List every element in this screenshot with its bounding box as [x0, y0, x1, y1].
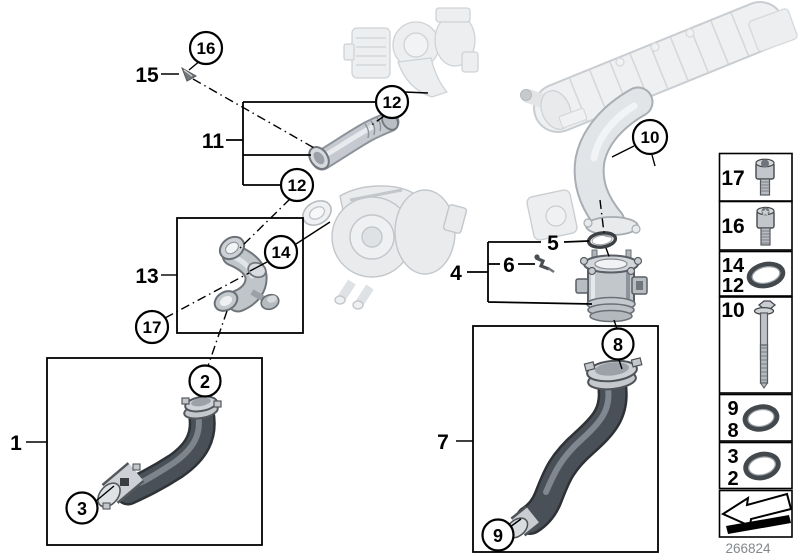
callout-12-upper-label[interactable]: 12: [383, 93, 402, 112]
callout-8[interactable]: 8: [601, 327, 635, 361]
clip-6: [534, 254, 555, 273]
group-box-7: [472, 325, 659, 553]
group-box-1: [46, 357, 263, 546]
callout-2-label[interactable]: 2: [200, 372, 210, 392]
legend-sidebar: 17 16 14 12: [718, 152, 793, 538]
legend-2-label[interactable]: 2: [727, 468, 738, 490]
manifold-elbow-ghost: [526, 86, 654, 241]
callout-3-label[interactable]: 3: [77, 499, 87, 519]
legend-cell-14-12[interactable]: 14 12: [718, 250, 793, 298]
label-15[interactable]: 15: [135, 64, 159, 87]
label-5[interactable]: 5: [547, 232, 559, 255]
label-6[interactable]: 6: [503, 254, 515, 277]
callout-14[interactable]: 14: [263, 234, 299, 270]
charge-air-hose-7: [505, 357, 643, 539]
callout-17-label[interactable]: 17: [143, 318, 162, 337]
legend-17-label[interactable]: 17: [721, 167, 744, 190]
label-11[interactable]: 11: [202, 130, 225, 153]
label-7[interactable]: 7: [437, 431, 449, 454]
legend-10-label[interactable]: 10: [721, 299, 744, 322]
bracket-4: [467, 240, 593, 305]
callout-12-upper[interactable]: 12: [374, 84, 410, 120]
throttle-body-4: [575, 249, 648, 323]
intake-manifold-ghost: [520, 1, 798, 133]
callout-8-label[interactable]: 8: [613, 335, 623, 355]
long-hex-bolt-icon: [753, 300, 777, 389]
legend-8-label[interactable]: 8: [727, 420, 738, 442]
callout-3[interactable]: 3: [65, 491, 99, 525]
o-ring-icon: [746, 261, 786, 289]
label-4[interactable]: 4: [450, 262, 462, 285]
callout-9[interactable]: 9: [481, 518, 515, 552]
o-ring-5: [586, 231, 618, 249]
label-1[interactable]: 1: [10, 432, 22, 455]
bracket-11: [226, 101, 375, 186]
charge-air-hose-1: [97, 395, 222, 510]
callout-14-label[interactable]: 14: [272, 243, 291, 262]
callout-17[interactable]: 17: [134, 309, 170, 345]
torx-screw-icon: [756, 206, 775, 246]
callout-16-label[interactable]: 16: [197, 39, 216, 58]
charge-air-elbow-13: [213, 235, 280, 313]
legend-cell-17[interactable]: 17: [718, 152, 793, 202]
callout-10[interactable]: 10: [631, 118, 669, 156]
legend-16-label[interactable]: 16: [721, 215, 744, 238]
direction-arrow-icon: [720, 492, 793, 534]
drawing-number: 266824: [725, 541, 771, 556]
o-ring-icon: [742, 404, 780, 432]
label-13[interactable]: 13: [135, 265, 158, 288]
socket-head-bolt-icon: [755, 158, 775, 196]
callout-12-lower-label[interactable]: 12: [288, 176, 307, 195]
legend-cell-arrow[interactable]: [718, 489, 793, 538]
legend-14-label[interactable]: 14: [722, 255, 745, 277]
turbocharger-ghost-center: [302, 185, 468, 310]
callout-2[interactable]: 2: [188, 364, 222, 398]
legend-12-label[interactable]: 12: [722, 275, 744, 297]
legend-cell-9-8[interactable]: 9 8: [718, 393, 793, 443]
legend-cell-16[interactable]: 16: [718, 200, 793, 251]
legend-3-label[interactable]: 3: [727, 446, 738, 468]
callout-9-label[interactable]: 9: [493, 526, 503, 546]
legend-cell-3-2[interactable]: 3 2: [718, 441, 793, 491]
callout-16[interactable]: 16: [188, 30, 224, 66]
o-ring-icon: [743, 451, 781, 481]
clip-15: [181, 66, 198, 82]
legend-cell-10[interactable]: 10: [718, 296, 793, 394]
callout-10-label[interactable]: 10: [641, 128, 660, 147]
charge-air-pipe-11: [308, 111, 400, 171]
turbocharger-ghost-upper: [343, 7, 479, 98]
legend-9-label[interactable]: 9: [727, 398, 738, 420]
callout-12-lower[interactable]: 12: [279, 167, 315, 203]
